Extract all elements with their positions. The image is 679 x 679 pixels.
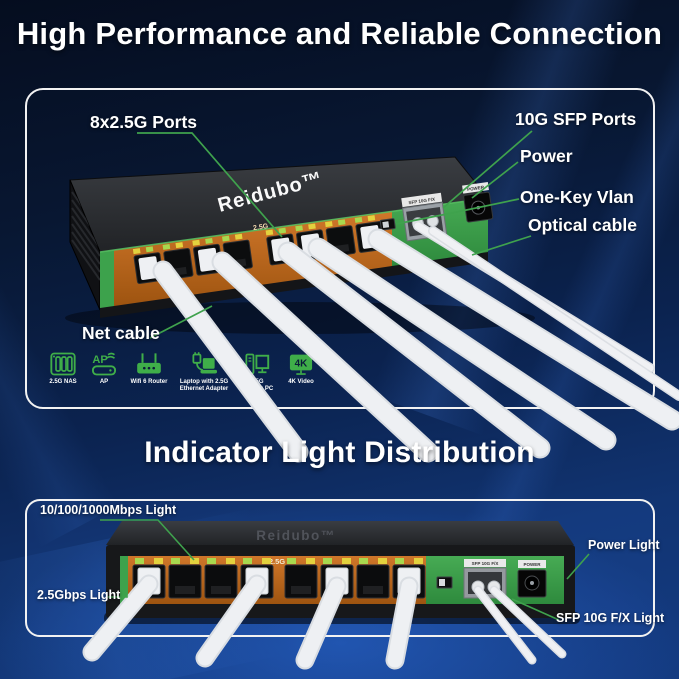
port-speed-label: 2.5G	[253, 223, 270, 232]
use-case-ap: AP AP	[86, 351, 122, 386]
svg-text:AP: AP	[92, 354, 108, 366]
use-case-laptop: Laptop with 2.5G Ethernet Adapter	[176, 351, 232, 393]
nas-icon	[50, 352, 76, 376]
callout-ports-label: 8x2.5G Ports	[90, 112, 197, 132]
sfp-label: SFP 10G F/X	[472, 561, 499, 566]
callout-lines-top	[137, 130, 533, 339]
use-case-nas: 2.5G NAS	[44, 351, 82, 386]
switch-front-view: Reidubo™ 2.5G	[82, 519, 590, 670]
callout-sfp-label: 10G SFP Ports	[515, 109, 637, 129]
section-title-performance: High Performance and Reliable Connection	[16, 16, 663, 51]
wifi-router-icon	[137, 353, 161, 374]
callout-power-light-label: Power Light	[588, 538, 660, 552]
optical-cables	[413, 221, 679, 401]
switch-angled-view: Reidubo™	[65, 130, 679, 463]
power-label: POWER	[467, 185, 485, 192]
4k-video-icon: 4K	[289, 354, 313, 375]
access-point-icon: AP	[91, 352, 117, 376]
callout-net-label: Net cable	[82, 323, 160, 343]
use-case-4k: 4K 4K Video	[282, 351, 320, 386]
callout-sfp-light-label: SFP 10G F/X Light	[556, 611, 665, 625]
callout-vlan-label: One-Key Vlan	[520, 187, 634, 207]
use-case-router: Wifi 6 Router	[126, 351, 172, 386]
svg-text:4K: 4K	[295, 359, 309, 370]
connection-diagram-panel	[25, 88, 655, 409]
laptop-adapter-icon	[192, 352, 217, 374]
brand-logo: Reidubo™	[256, 528, 336, 543]
callout-optical-label: Optical cable	[528, 215, 637, 235]
sfp-label: SFP 10G F/X	[408, 197, 435, 206]
net-cables	[152, 228, 679, 463]
power-label: POWER	[523, 562, 541, 567]
callout-mbps-light-label: 10/100/1000Mbps Light	[40, 503, 177, 517]
callout-gbps-light-label: 2.5Gbps Light	[37, 588, 121, 602]
sfp-label-plate	[401, 192, 443, 208]
section-title-indicator: Indicator Light Distribution	[144, 436, 535, 469]
callout-power-label: Power	[520, 146, 573, 166]
